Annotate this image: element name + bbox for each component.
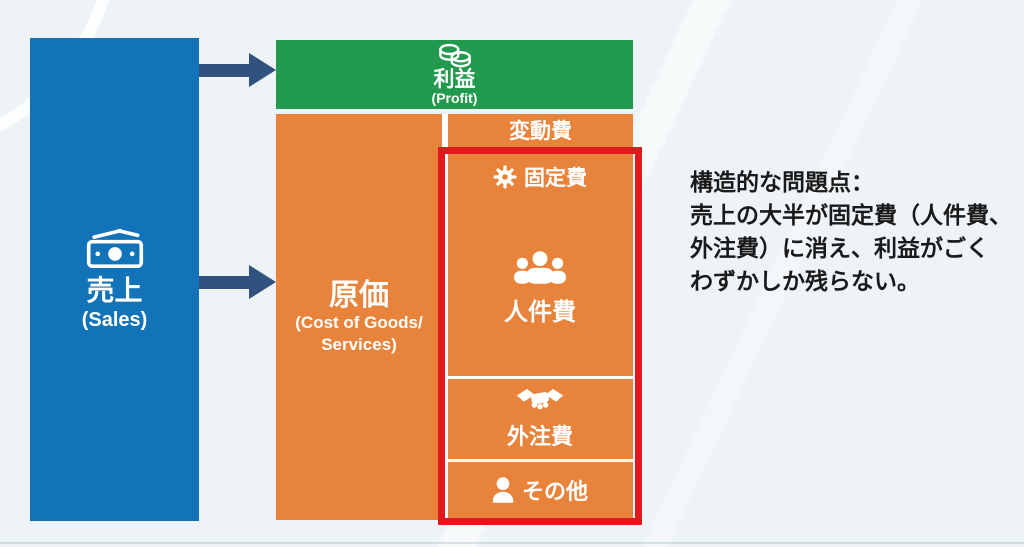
people-icon [514, 250, 566, 284]
handshake-icon [516, 387, 564, 415]
annotation-line: わずかしか残らない。 [690, 268, 920, 294]
variable-cost-label: 変動費 [509, 119, 572, 143]
personnel-cost-section: 人件費 [445, 200, 635, 376]
cost-sublabel-line2: Services) [321, 334, 397, 354]
arrow-shaft [199, 275, 251, 289]
banknote-icon [86, 227, 144, 269]
cost-vertical-divider [442, 114, 448, 520]
outsourcing-cost-label: 外注費 [506, 424, 573, 449]
profit-sublabel: (Profit) [431, 89, 478, 106]
fixed-cost-highlight-frame: 固定費 人件費 [438, 147, 642, 525]
coins-icon [437, 43, 473, 69]
arrow-shaft [199, 63, 251, 77]
fixed-cost-header: 固定費 [445, 154, 635, 200]
annotation-line: 売上の大半が固定費（人件費、 [690, 202, 1012, 228]
cost-box: 原価 (Cost of Goods/ Services) 変動費 [276, 114, 633, 520]
cost-label: 原価 [329, 279, 389, 313]
other-cost-label: その他 [521, 479, 588, 504]
background-bottom-line [0, 542, 1024, 544]
annotation-line: 外注費）に消え、利益がごく [690, 235, 989, 261]
sales-sublabel: (Sales) [81, 308, 148, 331]
cost-sublabel-line1: (Cost of Goods/ [295, 313, 423, 333]
section-divider [446, 376, 634, 379]
person-icon [492, 477, 514, 503]
other-cost-section: その他 [445, 462, 635, 518]
fixed-cost-label: 固定費 [524, 167, 587, 190]
arrow-head [249, 265, 276, 299]
sales-label: 売上 [86, 275, 143, 307]
profit-label: 利益 [433, 67, 476, 91]
cost-breakdown-section: 変動費 [448, 114, 633, 520]
cost-of-goods-section: 原価 (Cost of Goods/ Services) [276, 114, 442, 520]
arrow-sales-to-profit [199, 53, 277, 87]
personnel-cost-label: 人件費 [504, 298, 576, 326]
arrow-head [249, 53, 276, 87]
sales-box: 売上 (Sales) [30, 38, 199, 521]
gear-icon [493, 165, 517, 189]
section-divider [446, 459, 634, 462]
outsourcing-cost-section: 外注費 [445, 379, 635, 459]
annotation-line: 構造的な問題点： [690, 169, 874, 195]
problem-annotation: 構造的な問題点： 売上の大半が固定費（人件費、 外注費）に消え、利益がごく わず… [690, 166, 1020, 298]
arrow-sales-to-cost [199, 265, 277, 299]
profit-box: 利益 (Profit) [276, 40, 633, 109]
